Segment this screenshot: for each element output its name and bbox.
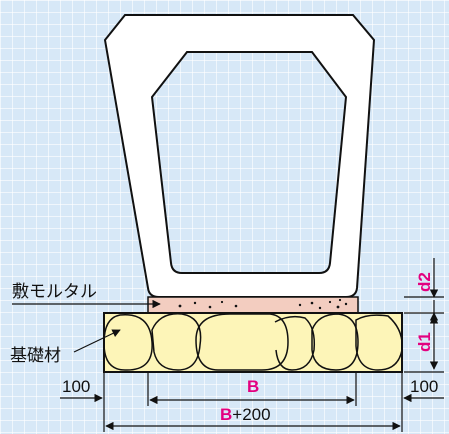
horizontal-dimensions xyxy=(60,372,444,432)
width-b-label: B xyxy=(247,377,259,396)
left-offset-label: 100 xyxy=(62,377,90,396)
d1-label: d1 xyxy=(415,332,434,352)
mortar-dots xyxy=(178,298,348,310)
d2-label: d2 xyxy=(415,272,434,292)
total-width-label: B+200 xyxy=(220,405,271,424)
mortar-label: 敷モルタル xyxy=(12,282,97,301)
base-material-label: 基礎材 xyxy=(10,346,61,365)
vertical-dimensions xyxy=(404,258,444,373)
base-stones xyxy=(104,313,402,371)
right-offset-label: 100 xyxy=(410,377,438,396)
base-leader xyxy=(73,329,121,353)
